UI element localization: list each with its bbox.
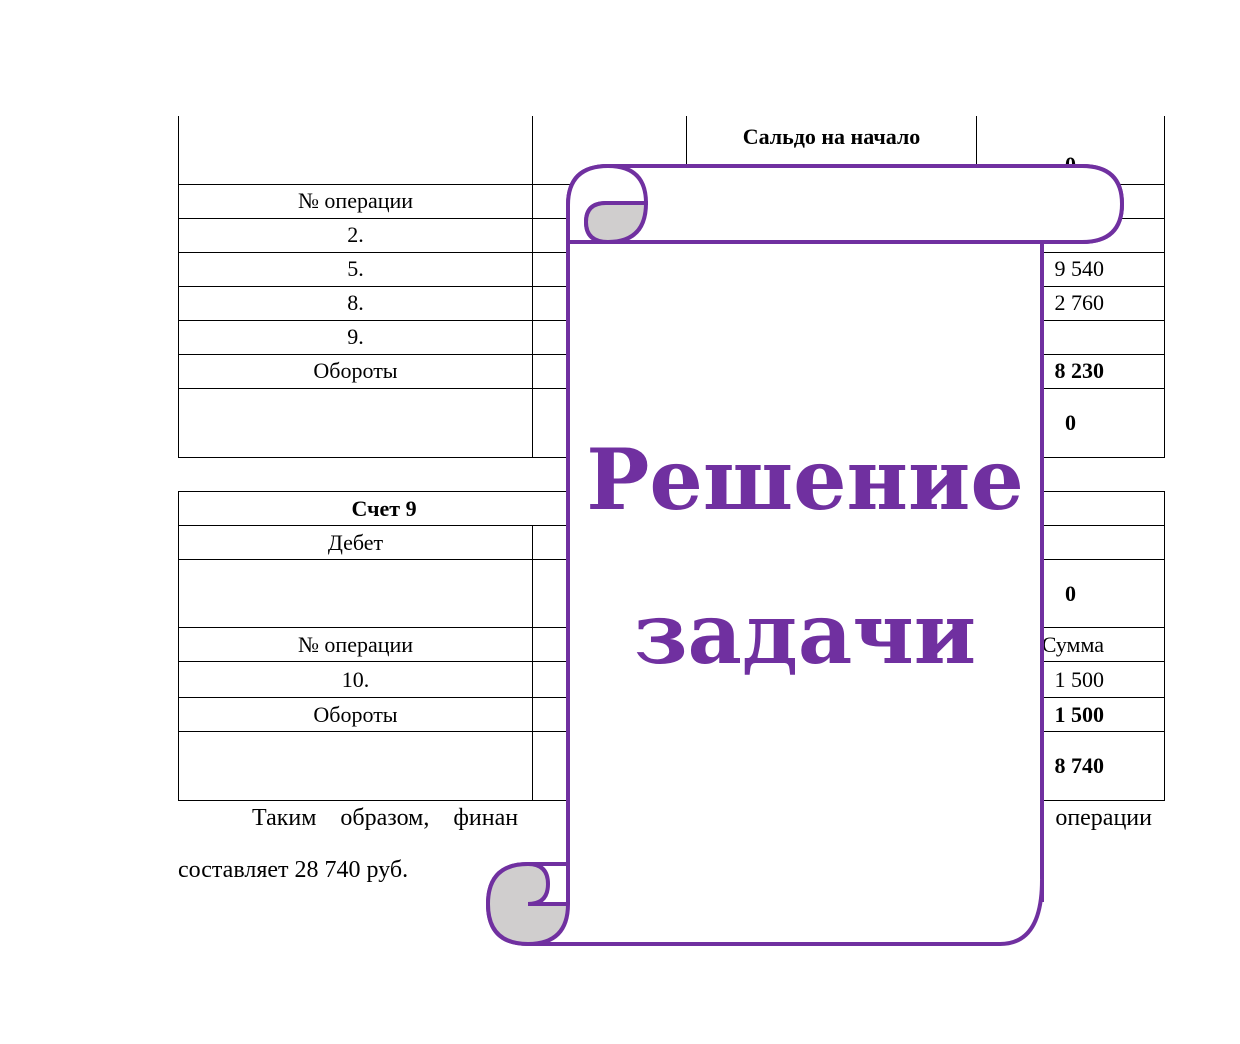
t2-row-sum: 1 500 xyxy=(976,661,1165,698)
t1-row-op: 8. xyxy=(178,285,533,321)
scroll-top-curl-shade xyxy=(583,201,649,245)
t2-row-op: 10. xyxy=(178,661,533,698)
banner-title-line-2: задачи xyxy=(633,584,977,683)
scroll-top-roll xyxy=(608,164,1125,244)
t1-empty-cell xyxy=(178,116,533,185)
t2-col-operation: № операции xyxy=(178,627,533,662)
scroll-bottom-curl-shade xyxy=(485,861,571,947)
banner-title-line-1: Решение xyxy=(586,430,1024,529)
t2-turnover-label: Обороты xyxy=(178,697,533,732)
conclusion-line-2: составляет 28 740 руб. xyxy=(178,857,409,883)
t1-row-op: 2. xyxy=(178,217,533,253)
scroll-body xyxy=(566,164,1125,902)
